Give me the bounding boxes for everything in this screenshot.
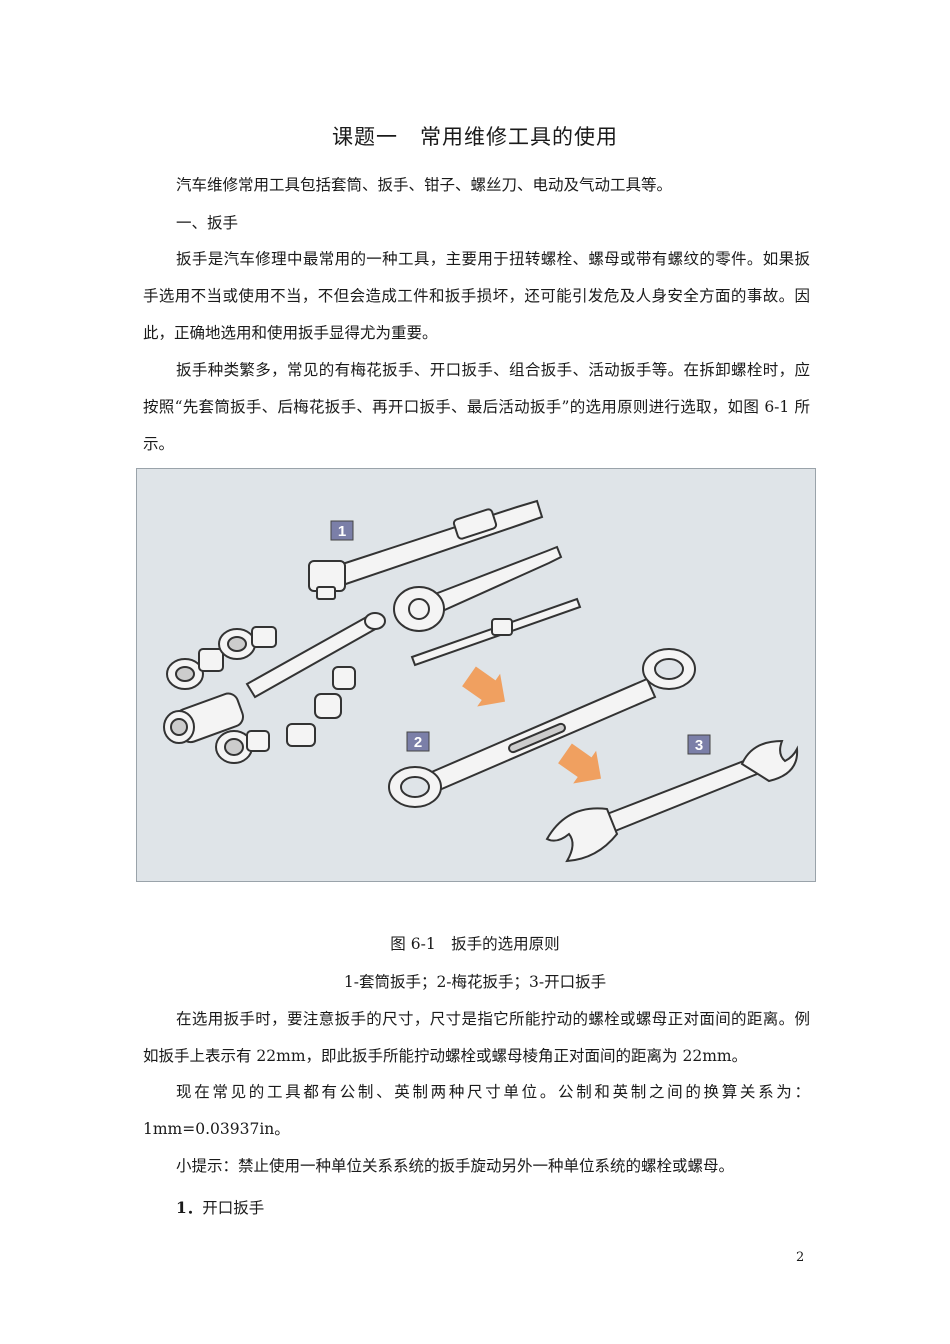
t-bar-illustration <box>410 597 582 667</box>
unit-conversion-paragraph: 现在常见的工具都有公制、英制两种尺寸单位。公制和英制之间的换算关系为：1mm=0… <box>143 1083 810 1138</box>
box-end-wrench-illustration <box>388 648 696 808</box>
tip-paragraph: 小提示：禁止使用一种单位关系系统的扳手旋动另外一种单位系统的螺栓或螺母。 <box>176 1157 735 1175</box>
wrench-description-paragraph: 扳手是汽车修理中最常用的一种工具，主要用于扭转螺栓、螺母或带有螺纹的零件。如果扳… <box>143 250 810 342</box>
figure-caption: 图 6-1 扳手的选用原则 <box>390 935 560 953</box>
page-title: 课题一 常用维修工具的使用 <box>332 125 618 149</box>
arrow-box-to-open-icon <box>558 743 602 784</box>
page-number: 2 <box>796 1250 805 1265</box>
wrench-size-paragraph: 在选用扳手时，要注意扳手的尺寸，尺寸是指它所能拧动的螺栓或螺母正对面间的距离。例… <box>143 1010 810 1065</box>
torque-wrench-illustration <box>308 499 544 600</box>
intro-paragraph: 汽车维修常用工具包括套筒、扳手、钳子、螺丝刀、电动及气动工具等。 <box>176 176 673 194</box>
figure-wrench-selection: 1 2 3 <box>136 468 816 882</box>
figure-subcaption: 1-套筒扳手；2-梅花扳手；3-开口扳手 <box>343 973 607 991</box>
wrench-types-paragraph: 扳手种类繁多，常见的有梅花扳手、开口扳手、组合扳手、活动扳手等。在拆卸螺栓时，应… <box>143 361 810 453</box>
open-end-wrench-illustration <box>545 739 799 863</box>
badge-1: 1 <box>330 520 354 541</box>
socket-set-illustration <box>163 612 386 764</box>
svg-text:1: 1 <box>338 523 346 540</box>
subheading-number: 1． <box>176 1198 203 1217</box>
ratchet-illustration <box>393 545 563 632</box>
section-heading-wrench: 一、扳手 <box>176 214 239 232</box>
badge-3: 3 <box>687 734 711 755</box>
arrow-socket-to-box-icon <box>462 666 506 707</box>
subheading-text: 开口扳手 <box>202 1199 265 1217</box>
badge-2: 2 <box>406 731 430 752</box>
svg-text:3: 3 <box>695 737 703 754</box>
svg-text:2: 2 <box>414 734 422 751</box>
subheading-open-end-wrench: 1．开口扳手 <box>176 1196 264 1218</box>
